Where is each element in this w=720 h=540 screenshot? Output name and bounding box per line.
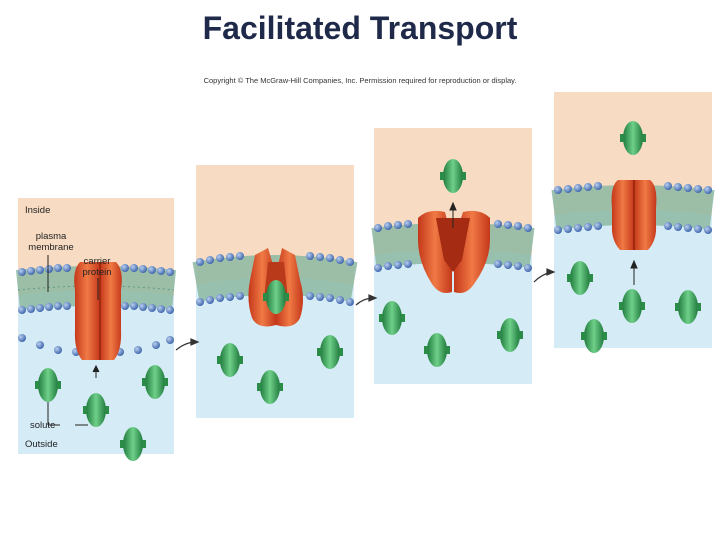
panel-3-arrow [449, 201, 457, 228]
panel-4-carrier-protein [611, 180, 657, 250]
panel-3-extracellular [374, 250, 532, 384]
panel-2 [192, 165, 358, 418]
page-title: Facilitated Transport [202, 10, 518, 46]
panel-3-carrier-protein [418, 210, 490, 293]
copyright-notice: Copyright © The McGraw-Hill Companies, I… [203, 76, 517, 85]
panel-1-leader-lines [47, 255, 100, 426]
panel-connector-arrows [175, 268, 556, 351]
label-carrier-protein: carrier protein [82, 256, 112, 278]
panel-2-extracellular [196, 277, 354, 418]
panel-3 [371, 128, 535, 384]
panel-1-carrier-protein [74, 262, 122, 360]
panel-1 [15, 198, 177, 461]
panel-4 [551, 92, 715, 353]
label-outside: Outside [25, 439, 58, 450]
label-inside: Inside [25, 205, 51, 216]
label-solute: solute [30, 420, 56, 431]
panel-4-extracellular [554, 210, 712, 348]
label-plasma-membrane: plasma membrane [28, 231, 74, 253]
panel-4-arrow [630, 259, 638, 285]
